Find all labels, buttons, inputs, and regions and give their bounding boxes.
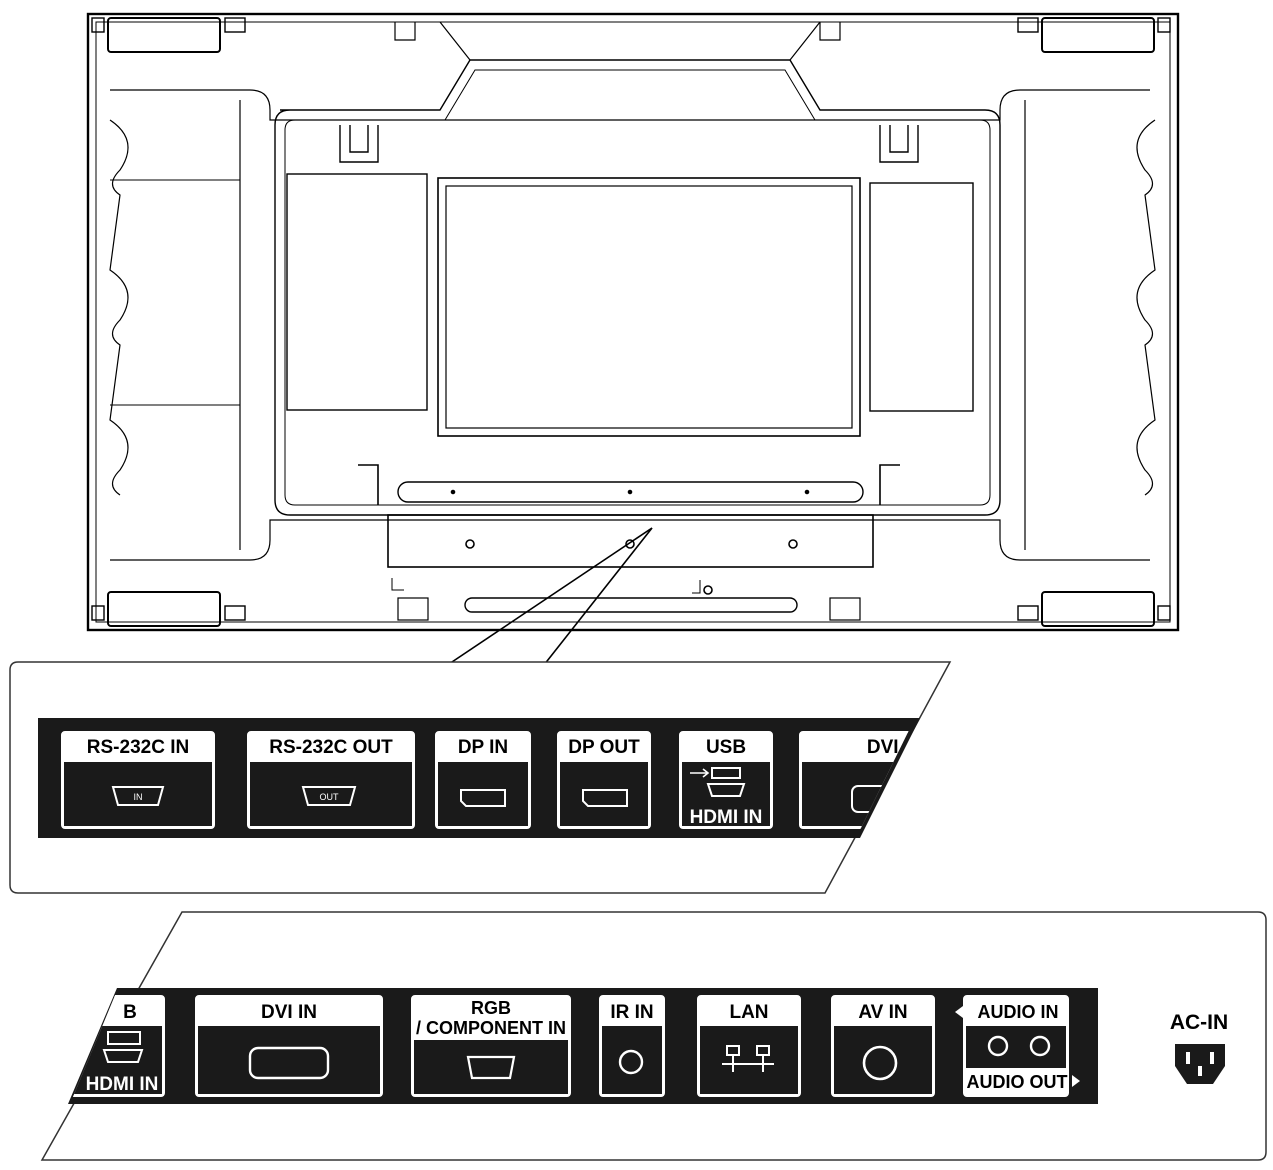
av-in-label: AV IN	[858, 1002, 907, 1023]
arrow-in-icon	[955, 1006, 963, 1018]
ac-in-port: AC-IN	[1170, 1011, 1228, 1084]
displayport-icon	[460, 789, 506, 807]
av-in-port: AV IN	[831, 995, 935, 1097]
bottom-connector-panel: B HDMI IN DVI IN RGB / COMPONENT IN IR I…	[40, 911, 1267, 1161]
dvi-in-label: DVI IN	[261, 1002, 317, 1023]
hdmi-in-label: HDMI IN	[690, 807, 763, 828]
rs232c-out-inner-label: OUT	[320, 792, 340, 802]
hdmi-connector-icon	[706, 783, 746, 797]
network-icon	[722, 1045, 774, 1072]
ir-jack-icon	[618, 1049, 644, 1075]
rs232c-in-inner-label: IN	[134, 792, 143, 802]
displayport-icon	[582, 789, 628, 807]
lan-label: LAN	[729, 1002, 768, 1023]
audio-jack-icon	[987, 1035, 1009, 1057]
usb-connector-icon	[107, 1031, 141, 1045]
ac-in-label: AC-IN	[1170, 1011, 1228, 1034]
rs232c-out-label: RS-232C OUT	[269, 737, 393, 758]
rs232c-in-port: RS-232C IN IN	[61, 731, 215, 829]
ir-in-port: IR IN	[599, 995, 665, 1097]
zoom-callout	[439, 527, 653, 671]
rgb-component-in-port: RGB / COMPONENT IN	[411, 995, 571, 1097]
hdmi-connector-icon	[102, 1049, 144, 1063]
component-in-label: / COMPONENT IN	[416, 1018, 566, 1038]
dvi-in-port: DVI IN	[195, 995, 383, 1097]
ir-in-label: IR IN	[610, 1002, 653, 1023]
av-jack-icon	[862, 1045, 898, 1081]
rs232c-in-label: RS-232C IN	[87, 737, 189, 758]
top-connector-panel: RS-232C IN IN RS-232C OUT OUT DP IN	[9, 661, 952, 894]
dp-in-port: DP IN	[435, 731, 531, 829]
usb-hdmi-port: USB HDMI IN	[679, 731, 773, 829]
rgb-label: RGB	[471, 998, 511, 1018]
usb-connector-icon	[711, 767, 741, 779]
usb-partial-label: B	[123, 1002, 137, 1023]
dp-out-label: DP OUT	[568, 737, 640, 758]
lan-port: LAN	[697, 995, 801, 1097]
dp-out-port: DP OUT	[557, 731, 651, 829]
dp-in-label: DP IN	[458, 737, 508, 758]
serial-connector-icon	[301, 786, 357, 806]
arrow-out-icon	[1072, 1075, 1080, 1087]
usb-symbol-icon	[690, 768, 710, 778]
vga-connector-icon	[466, 1055, 516, 1080]
audio-port: AUDIO IN AUDIO OUT	[955, 995, 1080, 1097]
hdmi-in-partial-label: HDMI IN	[86, 1074, 159, 1095]
dvi-connector-icon	[248, 1046, 330, 1080]
audio-out-label: AUDIO OUT	[967, 1072, 1068, 1092]
audio-jack-icon	[1029, 1035, 1051, 1057]
usb-label: USB	[706, 737, 746, 758]
usb-hdmi-port-partial: B HDMI IN	[70, 995, 165, 1097]
audio-in-label: AUDIO IN	[978, 1002, 1059, 1022]
rs232c-out-port: RS-232C OUT OUT	[247, 731, 415, 829]
serial-connector-icon	[111, 786, 165, 806]
monitor-back-panel	[86, 12, 1180, 632]
